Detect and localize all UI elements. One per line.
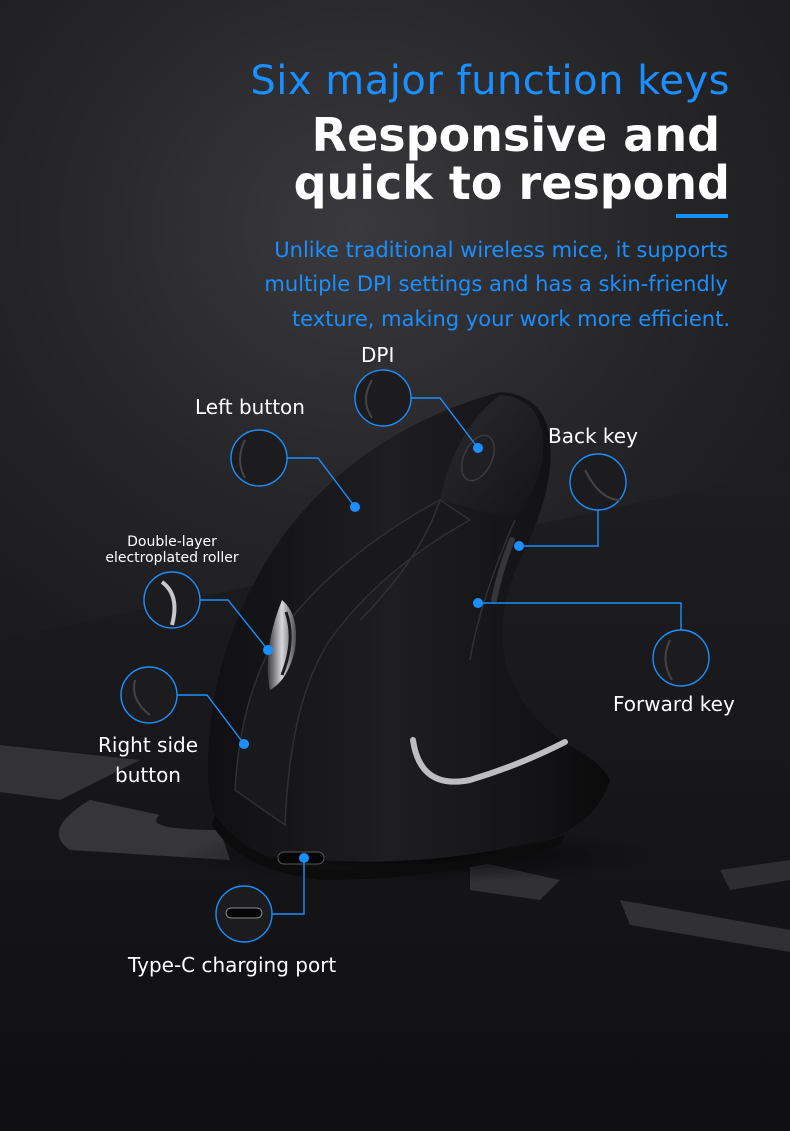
back-key-label: Back key [548, 424, 638, 448]
roller-label-line2: electroplated roller [105, 550, 239, 566]
description-line2: multiple DPI settings and has a skin-fri… [264, 272, 728, 296]
roller-detail [160, 580, 177, 626]
seam-line [469, 519, 516, 661]
roller-leader-line [200, 599, 269, 651]
dpi-dot [473, 443, 483, 453]
description-line1: Unlike traditional wireless mice, it sup… [274, 238, 728, 262]
desk-letter-shape [720, 860, 790, 890]
forward-key-detail [664, 639, 673, 681]
seam-line [359, 499, 441, 621]
mouse-base [212, 815, 565, 880]
back-key-zoom-circle [569, 453, 627, 511]
typec-detail [225, 907, 263, 919]
left-button-label: Left button [195, 395, 305, 419]
dpi-zoom-circle [354, 369, 412, 427]
right-side-leader-line [177, 694, 245, 745]
desk-letter-shape [58, 800, 230, 860]
forward-key-dot [473, 598, 483, 608]
desk-letter-shape [620, 900, 790, 952]
forward-key-leader-line [478, 602, 682, 630]
typec-leader-line [272, 858, 305, 915]
headline-blue: Six major function keys [250, 58, 730, 104]
dpi-button [461, 434, 495, 482]
right-side-label-line2: button [115, 763, 181, 787]
typec-label: Type-C charging port [128, 953, 337, 977]
headline-white-line1: Responsive and [311, 108, 720, 162]
roller-label: Double-layer electroplated roller [94, 534, 250, 566]
headline-white-line2: quick to respond [293, 156, 730, 210]
dpi-leader-line [411, 397, 479, 449]
right-side-label-line1: Right side [98, 733, 198, 757]
roller-dot [263, 645, 273, 655]
description-line3: texture, making your work more efficient… [291, 307, 730, 331]
scroll-wheel-groove [280, 611, 292, 676]
title-underline [676, 214, 728, 218]
thumb-rest-accent [410, 737, 568, 785]
dpi-detail [365, 379, 373, 419]
left-button-detail [239, 439, 246, 479]
forward-key-zoom-circle [652, 629, 710, 687]
back-key-leader-line [519, 510, 599, 547]
right-side-button-label: Right side button [78, 730, 218, 790]
desk-letter-shape [0, 745, 140, 800]
forward-key-label: Forward key [613, 692, 735, 716]
right-side-dot [239, 739, 249, 749]
typec-dot [299, 853, 309, 863]
back-key-dot [514, 541, 524, 551]
roller-label-line1: Double-layer [127, 534, 217, 550]
dpi-label: DPI [361, 343, 395, 367]
back-key-detail [584, 469, 621, 501]
left-button-dot [350, 502, 360, 512]
left-button-leader-line [287, 457, 356, 508]
side-buttons [491, 537, 515, 603]
right-side-detail [133, 679, 151, 716]
